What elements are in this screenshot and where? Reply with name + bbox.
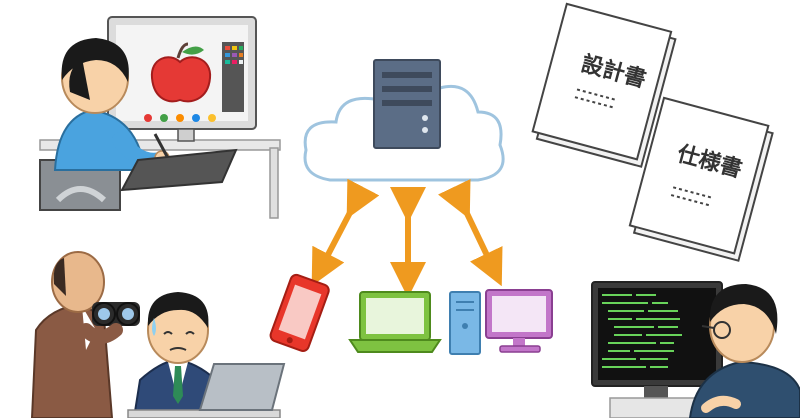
manager-with-binoculars-icon	[30, 251, 140, 418]
programmer-at-terminal-icon	[591, 281, 800, 418]
designer-with-pen-tablet-icon	[39, 16, 281, 219]
laptop-icon	[348, 291, 442, 353]
specification-document-icon	[628, 96, 774, 262]
worried-office-worker-icon	[127, 292, 286, 418]
smartphone-icon	[269, 273, 330, 352]
cloud-server-icon	[303, 59, 505, 182]
design-document-icon	[531, 2, 677, 168]
desktop-pc-icon	[449, 289, 553, 355]
sync-arrows-icon	[311, 178, 503, 298]
